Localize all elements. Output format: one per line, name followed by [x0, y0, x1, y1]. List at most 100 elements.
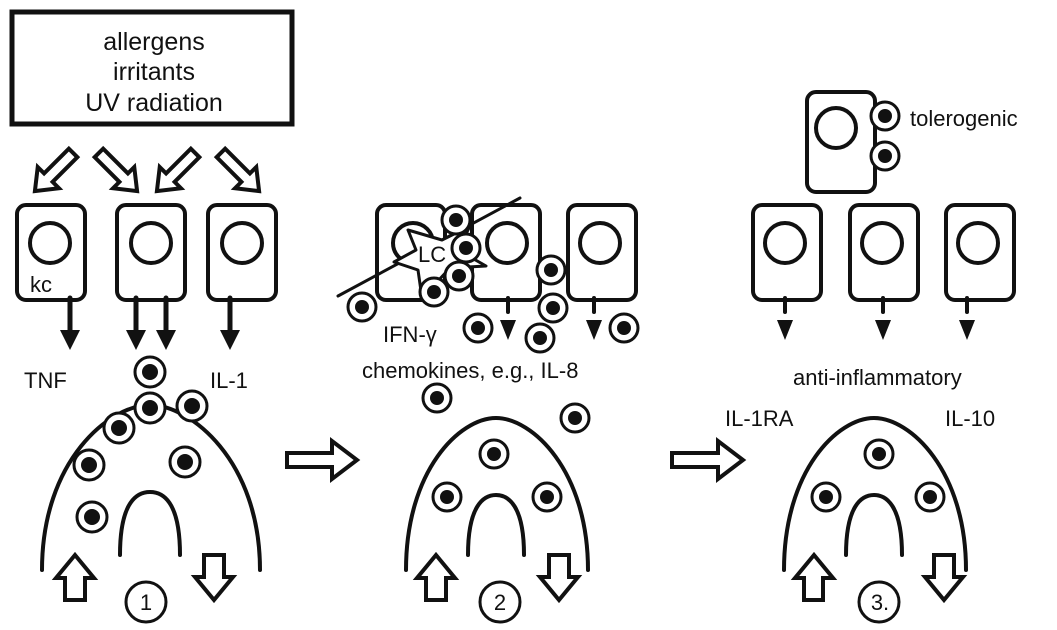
- immune-cell-core: [449, 213, 463, 227]
- keratinocyte-row-2: [375, 203, 638, 302]
- solid-arrow-icon: [156, 330, 176, 350]
- immune-cell-core: [111, 420, 127, 436]
- step-number-2: 2: [494, 590, 506, 615]
- immune-cell-core: [452, 269, 466, 283]
- panel-1-initiation: allergens irritants UV radiation kc: [9, 9, 295, 624]
- immune-cell-core: [459, 241, 473, 255]
- vessel-inner-wall: [118, 490, 182, 557]
- il10-label: IL-10: [945, 406, 995, 431]
- lc-label: LC: [418, 242, 446, 267]
- hollow-arrow-icon: [213, 145, 262, 194]
- ifn-gamma-label: IFN-γ: [383, 322, 437, 347]
- il1-label: IL-1: [210, 368, 248, 393]
- hollow-arrow-icon: [154, 145, 203, 194]
- immune-cell-core: [533, 331, 547, 345]
- stimulus-arrows: [32, 145, 262, 194]
- solid-arrow-icon: [60, 330, 80, 350]
- immune-cells-panel-1: [72, 355, 209, 534]
- immune-cell-core: [568, 411, 582, 425]
- solid-arrow-icon: [126, 330, 146, 350]
- solid-arrow-icon: [777, 320, 793, 340]
- immune-cell-core: [184, 398, 200, 414]
- cell-nucleus: [814, 106, 858, 150]
- hollow-arrow-icon: [91, 145, 140, 194]
- tolerogenic-label: tolerogenic: [910, 106, 1018, 131]
- cell-nucleus: [956, 221, 1000, 265]
- immune-cell-core: [84, 509, 100, 525]
- solid-arrow-icon: [220, 330, 240, 350]
- immune-cell-core: [81, 457, 97, 473]
- transition-arrow-icon: [285, 436, 361, 484]
- step-number-1: 1: [140, 590, 152, 615]
- immune-cell-core: [427, 285, 441, 299]
- immune-cell-core: [617, 321, 631, 335]
- hollow-arrow-icon: [32, 145, 81, 194]
- cell-nucleus: [485, 221, 529, 265]
- immune-cell-core: [878, 109, 892, 123]
- tnf-label: TNF: [24, 368, 67, 393]
- immune-cell-core: [923, 490, 937, 504]
- step-number-badge: [124, 580, 168, 624]
- cell-nucleus: [763, 221, 807, 265]
- stimulus-allergens: allergens: [103, 28, 204, 56]
- kc-label: kc: [30, 272, 52, 297]
- step-number-3: 3.: [871, 590, 889, 615]
- panel-2-recruitment: LC IFN-γ chemokines, e.g.,: [336, 196, 640, 624]
- cell-nucleus: [860, 221, 904, 265]
- vessel-inner-wall: [466, 493, 526, 557]
- cytokine-release-arrows: [60, 295, 240, 350]
- solid-arrow-icon: [959, 320, 975, 340]
- cell-nucleus: [28, 221, 72, 265]
- step-number-badge: [857, 580, 901, 624]
- il1ra-label: IL-1RA: [725, 406, 794, 431]
- stimuli-box: allergens irritants UV radiation: [9, 9, 295, 127]
- blood-flow-in-arrow-icon: [790, 551, 838, 602]
- cell-nucleus: [578, 221, 622, 265]
- immune-cells-panel-2: [346, 204, 640, 513]
- immune-cell-core: [546, 301, 560, 315]
- immune-cell-core: [440, 490, 454, 504]
- immune-cell-core: [142, 364, 158, 380]
- immune-cell-core: [471, 321, 485, 335]
- chemokine-release-arrows: [500, 296, 602, 340]
- blood-flow-out-arrow-icon: [535, 553, 583, 604]
- vessel-inner-wall: [844, 493, 904, 557]
- immune-cell-core: [819, 490, 833, 504]
- tolerogenic-cell-group: tolerogenic: [805, 90, 1018, 194]
- cell-nucleus: [220, 221, 264, 265]
- immune-cell-core: [544, 263, 558, 277]
- anti-inflammatory-release-arrows: [777, 296, 975, 340]
- immune-cell-core: [878, 149, 892, 163]
- blood-flow-out-arrow-icon: [190, 553, 238, 604]
- stimulus-irritants: irritants: [113, 58, 195, 86]
- blood-vessel-2: [404, 416, 590, 572]
- immune-cells-panel-3: [810, 438, 946, 513]
- blood-flow-out-arrow-icon: [920, 553, 968, 604]
- cell-nucleus: [129, 221, 173, 265]
- immune-cell-core: [355, 300, 369, 314]
- solid-arrow-icon: [875, 320, 891, 340]
- immune-cell-core: [487, 447, 501, 461]
- keratinocyte-row-3: [751, 203, 1016, 302]
- vessel-outer-wall: [40, 403, 262, 572]
- blood-flow-in-arrow-icon: [412, 551, 460, 602]
- immune-cell-core: [872, 447, 886, 461]
- step-number-badge: [478, 580, 522, 624]
- blood-flow-in-arrow-icon: [51, 551, 99, 602]
- immune-cell-core: [540, 490, 554, 504]
- solid-arrow-icon: [500, 320, 516, 340]
- immune-cell-core: [177, 454, 193, 470]
- blood-vessel-3: [782, 416, 968, 572]
- transition-arrow-icon: [670, 436, 747, 484]
- chemokines-label: chemokines, e.g., IL-8: [362, 358, 578, 383]
- vessel-outer-wall: [782, 416, 968, 572]
- keratinocyte-row: kc: [15, 203, 278, 302]
- vessel-outer-wall: [404, 416, 590, 572]
- solid-arrow-icon: [586, 320, 602, 340]
- immune-cell-core: [430, 391, 444, 405]
- stimulus-uv-radiation: UV radiation: [85, 89, 223, 117]
- immune-cell-core: [142, 400, 158, 416]
- panel-3-resolution: tolerogenic anti-inflammatory IL-1RA IL-…: [725, 90, 1018, 624]
- blood-vessel-1: [40, 403, 262, 572]
